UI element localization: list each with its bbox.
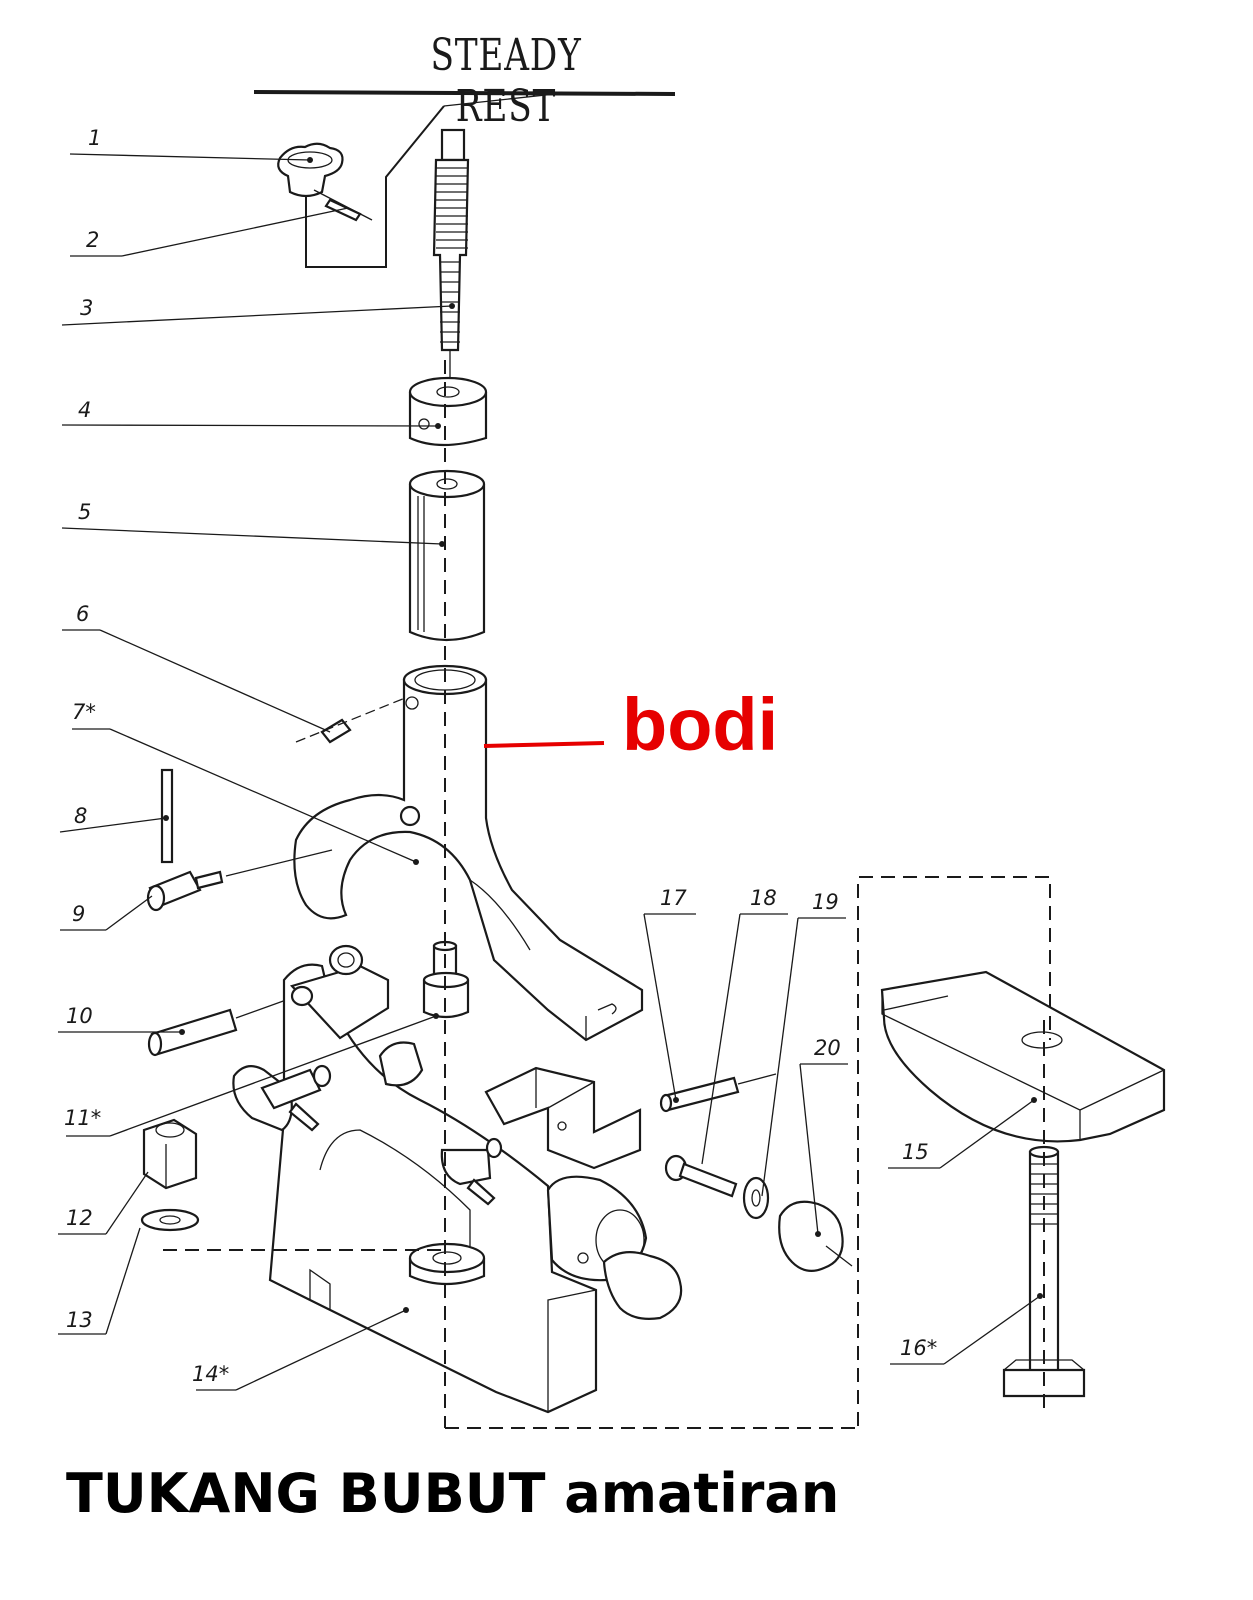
part-10-pin: [147, 994, 301, 1057]
part-18-eyebolt: [664, 1154, 738, 1198]
part-4-collar: [408, 376, 488, 447]
part-label-7: 7*: [72, 700, 96, 724]
part-label-5: 5: [78, 500, 92, 524]
part-label-15: 15: [902, 1140, 929, 1164]
part-label-6: 6: [76, 602, 90, 626]
part-label-13: 13: [66, 1308, 93, 1332]
assembly-axis-lines: [163, 360, 1051, 1429]
bodi-callout-label: bodi: [622, 683, 779, 766]
part-label-12: 12: [66, 1206, 93, 1230]
leader-lines: [58, 153, 1041, 1391]
part-label-9: 9: [72, 902, 86, 926]
part-label-10: 10: [66, 1004, 93, 1028]
part-15-plate: [880, 970, 1166, 1143]
part-20-knob: [778, 1200, 853, 1273]
part-14-base-frame: [232, 944, 683, 1414]
part-label-4: 4: [78, 398, 92, 422]
part-label-19: 19: [812, 890, 839, 914]
part-label-8: 8: [74, 804, 88, 828]
drawing-title: STEADY REST: [430, 30, 582, 132]
part-label-11: 11*: [64, 1106, 102, 1130]
part-3-screw: [432, 128, 470, 380]
part-label-1: 1: [88, 126, 102, 150]
part-label-14: 14*: [192, 1362, 230, 1386]
part-12-nut: [142, 1118, 198, 1190]
part-label-16: 16*: [900, 1336, 938, 1360]
part-2-pin: [313, 189, 373, 222]
part-label-18: 18: [750, 886, 777, 910]
title-underline: [253, 90, 676, 96]
part-label-17: 17: [660, 886, 687, 910]
part-19-washer: [742, 1176, 770, 1220]
part-6-setscrew: [295, 695, 411, 744]
part-13-washer: [140, 1208, 200, 1232]
part-17-pin: [659, 1073, 777, 1113]
part-1-knob: [277, 142, 344, 198]
part-9-screw: [146, 849, 333, 912]
part-label-20: 20: [814, 1036, 841, 1060]
bodi-callout-line: [483, 741, 605, 748]
part-label-3: 3: [80, 296, 94, 320]
part-label-2: 2: [86, 228, 100, 252]
footer-watermark-text: TUKANG BUBUT amatiran: [66, 1462, 840, 1525]
part-5-sleeve: [408, 469, 486, 642]
